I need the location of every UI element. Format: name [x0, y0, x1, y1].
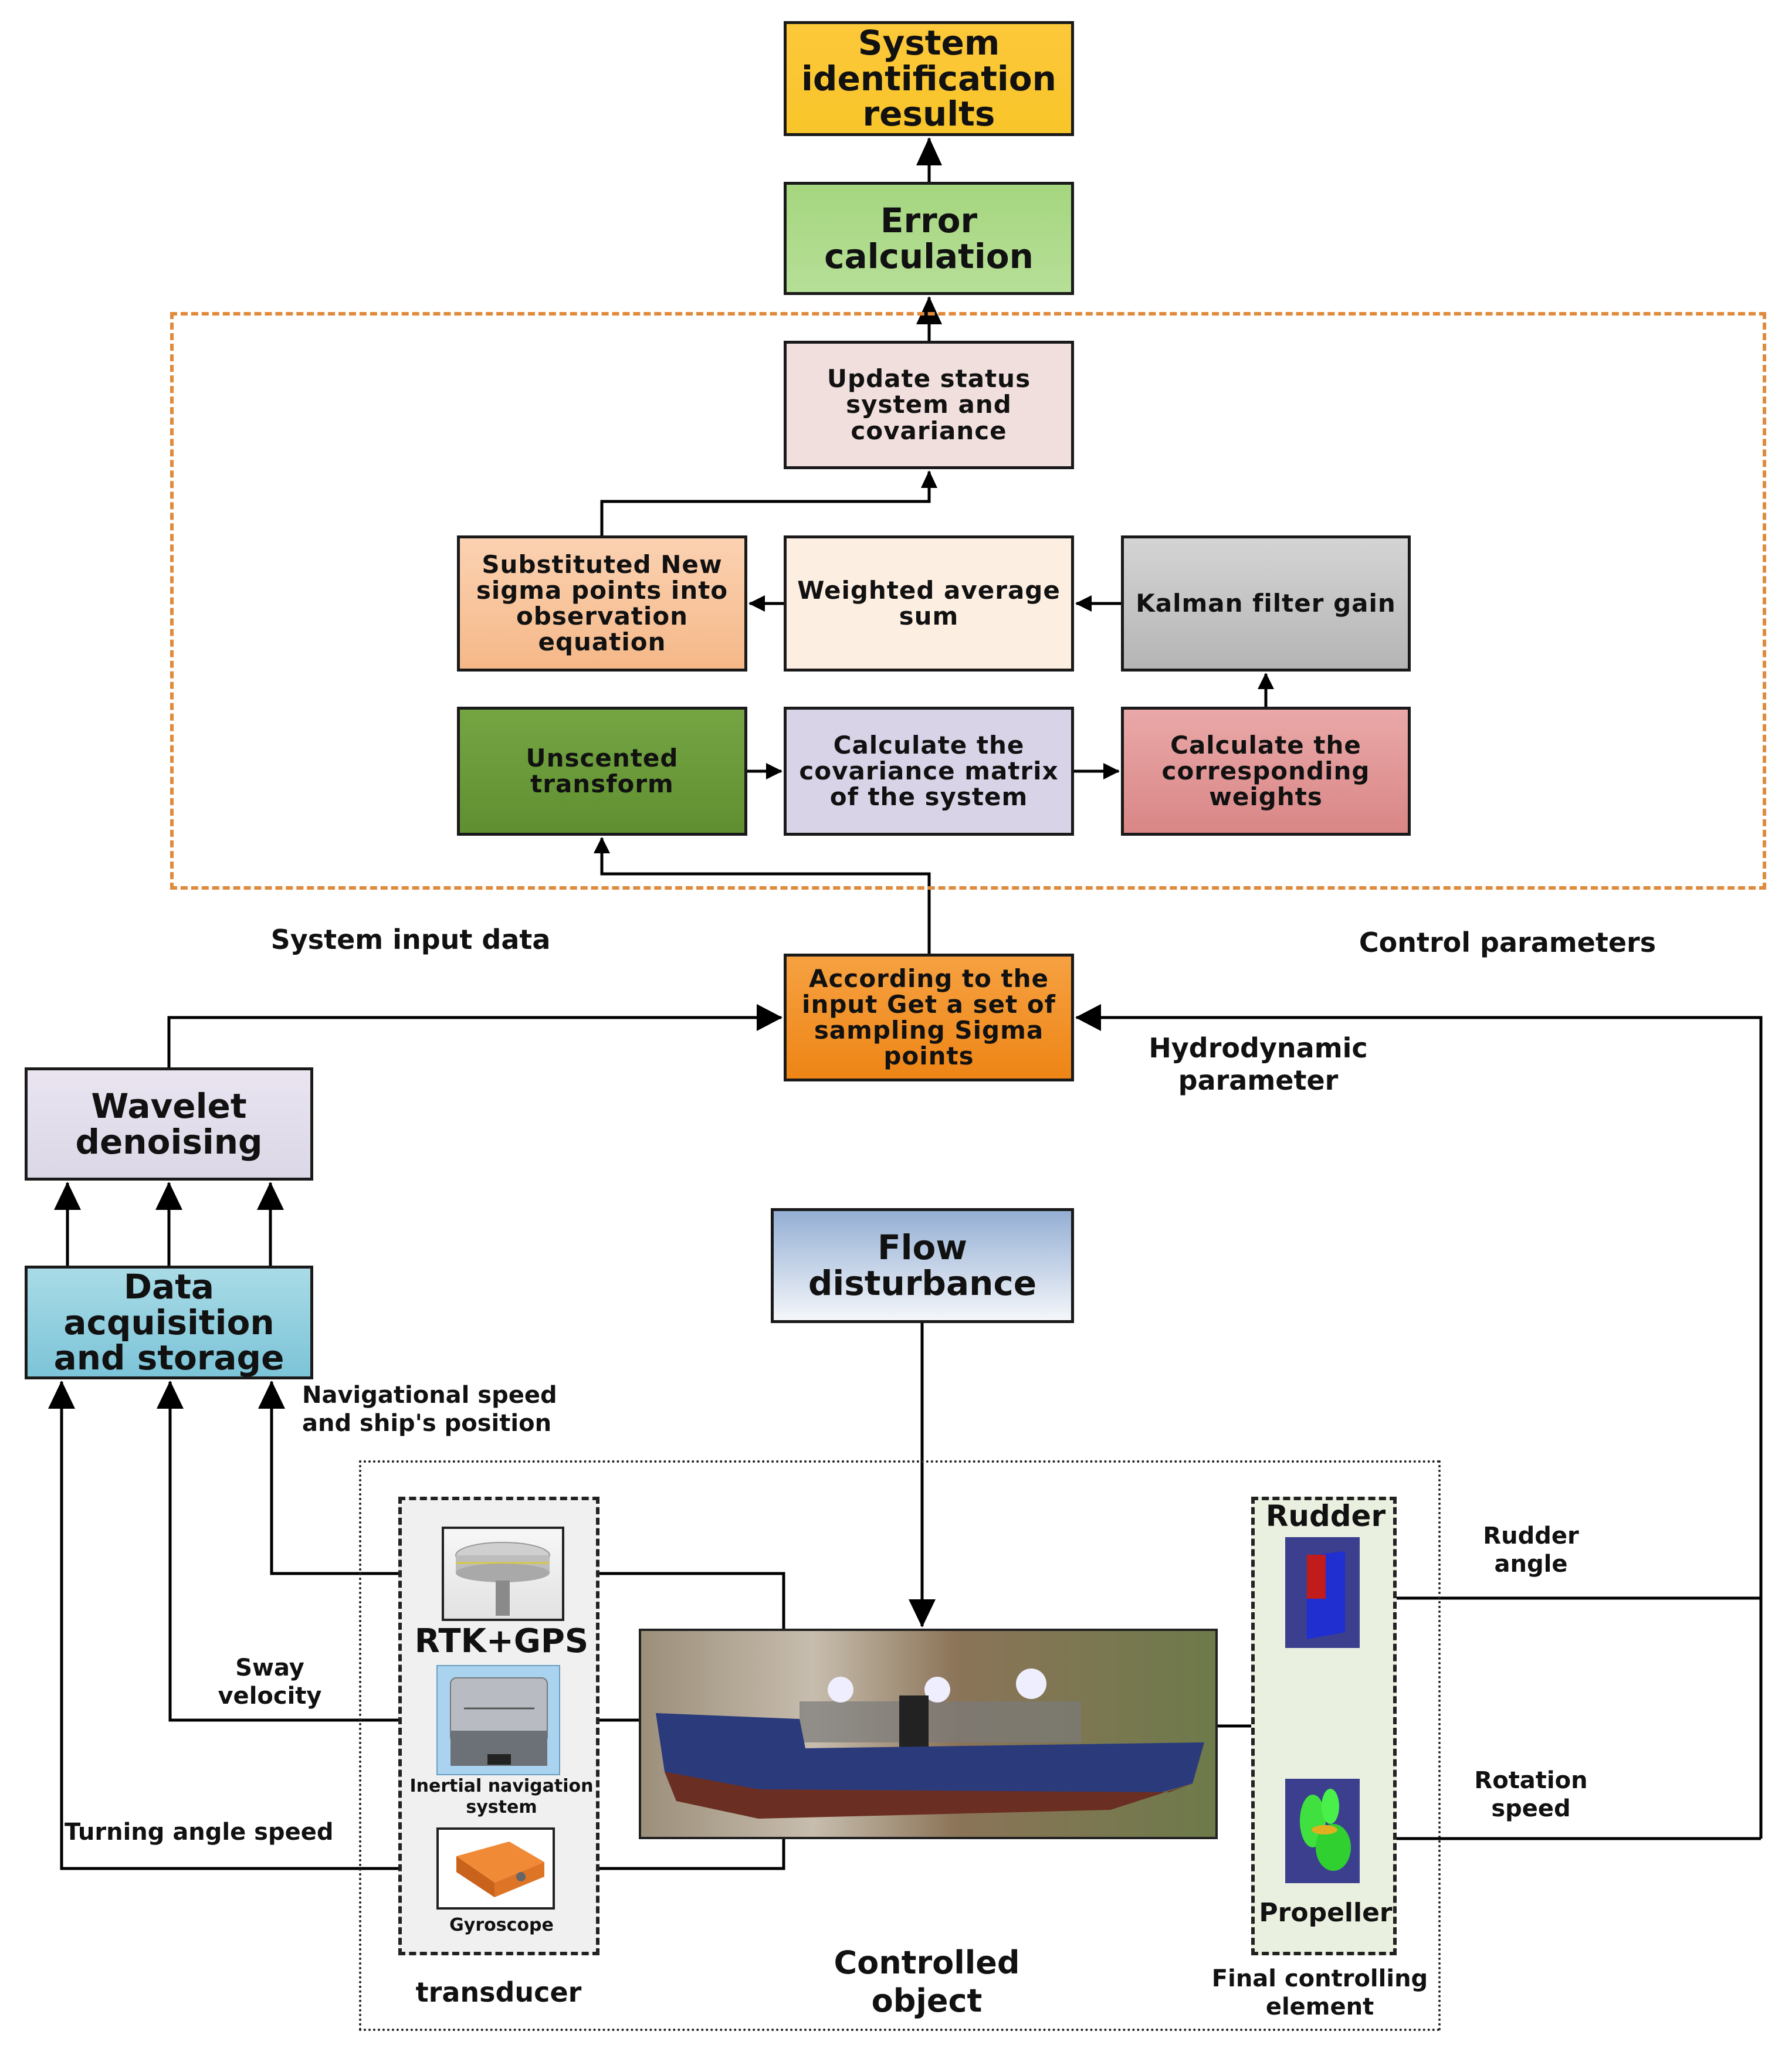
propeller-blade-icon [1300, 1789, 1351, 1871]
rtk-gps-image [442, 1527, 564, 1621]
rotation-speed-label: Rotation speed [1474, 1767, 1588, 1822]
weighted-average-box: Weighted average sum [784, 535, 1074, 672]
controlled-object-frame [359, 1460, 1441, 2031]
arrowhead [757, 1004, 782, 1031]
arrowhead [921, 470, 937, 488]
arrowhead [258, 1381, 285, 1409]
controlled-object-label: Controlled object [834, 1944, 1020, 2019]
kalman-gain-box: Kalman filter gain [1121, 535, 1411, 672]
arrowhead [594, 837, 610, 853]
ins-label: Inertial navigation system [409, 1776, 594, 1817]
sway-velocity-label: Sway velocity [218, 1654, 322, 1710]
arrowhead [155, 1182, 182, 1210]
arrowhead [748, 595, 765, 612]
rudder-blade-icon [1307, 1551, 1345, 1639]
rtk-gps-label: RTK+GPS [414, 1622, 589, 1660]
gyroscope-image [436, 1827, 555, 1910]
update-status-box: Update status system and covariance [784, 341, 1074, 469]
arrow-rtk-to-daq [270, 1382, 442, 1575]
substituted-sigma-box: Substituted New sigma points into observ… [457, 535, 747, 672]
arrowhead [48, 1381, 75, 1409]
ship-icon [656, 1669, 1204, 1819]
arrowhead [157, 1381, 184, 1409]
gps-antenna-icon [455, 1542, 550, 1616]
unscented-transform-box: Unscented transform [457, 707, 747, 836]
arrowhead [1075, 595, 1092, 612]
arrowhead [916, 296, 942, 324]
rudder-angle-label: Rudder angle [1483, 1522, 1579, 1578]
arrowhead [54, 1182, 81, 1210]
navigational-speed-label: Navigational speed and ship's position [302, 1382, 557, 1437]
arrow-wavelet-to-sampling [167, 1016, 781, 1067]
control-parameters-label: Control parameters [1359, 927, 1657, 958]
arrow-gyro-to-daq [60, 1382, 436, 1870]
propeller-label: Propeller [1259, 1898, 1393, 1928]
system-identification-results-label: System identification results [801, 22, 1056, 134]
arrow-feedback-to-sampling [1076, 1016, 1763, 1839]
data-acquisition-label: Data acquisition and storage [53, 1266, 284, 1378]
final-controlling-element-label: Final controlling element [1211, 1965, 1428, 2020]
unscented-transform-label: Unscented transform [526, 743, 679, 798]
arrowhead [916, 137, 942, 165]
error-calculation-box: Error calculation [784, 182, 1074, 295]
arrowhead [1258, 673, 1274, 689]
arrowhead [909, 1599, 936, 1627]
ins-device-icon [450, 1677, 548, 1766]
arrowhead [257, 1182, 284, 1210]
flow-disturbance-label: Flow disturbance [808, 1227, 1037, 1303]
weighted-average-label: Weighted average sum [797, 575, 1061, 630]
wavelet-denoising-label: Wavelet denoising [75, 1086, 263, 1162]
turning-angle-speed-label: Turning angle speed [65, 1819, 334, 1846]
substituted-sigma-label: Substituted New sigma points into observ… [476, 550, 729, 657]
system-identification-results-box: System identification results [784, 21, 1074, 136]
gyroscope-device-icon [456, 1842, 544, 1897]
error-calculation-label: Error calculation [824, 200, 1034, 276]
arrow-sampling-to-unscented [600, 838, 931, 954]
calc-weights-label: Calculate the corresponding weights [1161, 730, 1370, 812]
flow-disturbance-box: Flow disturbance [771, 1208, 1074, 1323]
calc-covariance-box: Calculate the covariance matrix of the s… [784, 707, 1074, 836]
arrowhead [1103, 763, 1120, 779]
sampling-sigma-points-box: According to the input Get a set of samp… [784, 954, 1074, 1081]
final-element-frame [1251, 1497, 1397, 1955]
arrow-ship-to-rtk [567, 1572, 785, 1629]
rudder-image [1285, 1537, 1360, 1648]
gyroscope-label: Gyroscope [449, 1915, 554, 1935]
arrowhead [1075, 1004, 1101, 1031]
calc-weights-box: Calculate the corresponding weights [1121, 707, 1411, 836]
data-acquisition-box: Data acquisition and storage [25, 1266, 313, 1379]
transducer-label: transducer [415, 1976, 582, 2008]
sampling-sigma-points-label: According to the input Get a set of samp… [802, 964, 1056, 1071]
propeller-image [1285, 1779, 1360, 1883]
rudder-label: Rudder [1265, 1499, 1386, 1533]
ukf-loop-frame [170, 312, 1766, 890]
update-status-label: Update status system and covariance [826, 364, 1031, 445]
arrow-ins-to-daq [168, 1382, 436, 1722]
ins-image [436, 1665, 560, 1775]
kalman-gain-label: Kalman filter gain [1136, 588, 1396, 618]
calc-covariance-label: Calculate the covariance matrix of the s… [799, 730, 1059, 812]
wavelet-denoising-box: Wavelet denoising [25, 1067, 313, 1181]
system-input-data-label: System input data [270, 924, 551, 955]
hydrodynamic-parameter-label: Hydrodynamic parameter [1149, 1032, 1368, 1097]
arrowhead [766, 763, 782, 779]
ship-model-photo [639, 1629, 1218, 1839]
arrow-ship-to-gyro [557, 1839, 785, 1870]
